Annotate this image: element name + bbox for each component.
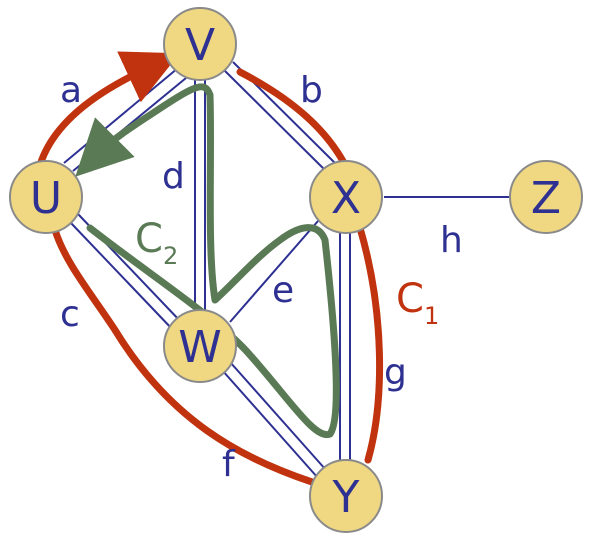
node-y-label: Y	[332, 472, 360, 523]
node-u: U	[9, 160, 83, 234]
cycle-c2	[75, 83, 340, 439]
node-z-label: Z	[531, 173, 561, 224]
cycle-label-c1-main: C	[396, 276, 424, 322]
cycle-label-c2: C2	[135, 216, 178, 270]
cycle-labels: C1 C2	[135, 216, 439, 330]
cycle-label-c1: C1	[396, 276, 439, 330]
edge-f	[221, 361, 327, 479]
edge-label-e: e	[272, 270, 294, 311]
edge-label-a: a	[60, 70, 82, 111]
edge-label-d: d	[162, 156, 185, 197]
edge-d	[194, 80, 206, 310]
node-x: X	[309, 160, 383, 234]
node-u-label: U	[30, 173, 62, 224]
node-v-label: V	[185, 20, 215, 71]
cycle-c1-segment-a	[36, 51, 180, 169]
edge-g	[339, 228, 351, 462]
edge-label-c: c	[60, 294, 80, 335]
cycle-c1-segment-f-c	[51, 226, 316, 486]
edge-label-b: b	[300, 70, 323, 111]
node-w-label: W	[178, 322, 222, 373]
cycle-label-c1-sub: 1	[424, 302, 439, 330]
cycle-c1	[36, 51, 384, 486]
node-w: W	[163, 309, 237, 383]
cycle-c1-segment-g	[356, 224, 384, 464]
node-x-label: X	[331, 173, 361, 224]
edge-c	[69, 213, 183, 332]
node-z: Z	[509, 160, 583, 234]
node-v: V	[163, 7, 237, 81]
nodes: V U X Z W Y	[9, 7, 583, 533]
edge-label-h: h	[440, 220, 463, 261]
edge-label-g: g	[384, 352, 407, 393]
cycle-c2-path	[75, 83, 340, 439]
node-y: Y	[309, 459, 383, 533]
edge-label-f: f	[222, 444, 236, 485]
cycle-label-c2-main: C	[135, 216, 163, 262]
cycle-c1-segment-b	[236, 68, 354, 179]
edge-e	[229, 220, 319, 323]
cycle-label-c2-sub: 2	[163, 242, 178, 270]
edge-labels: a b c d e f g h	[60, 70, 463, 485]
